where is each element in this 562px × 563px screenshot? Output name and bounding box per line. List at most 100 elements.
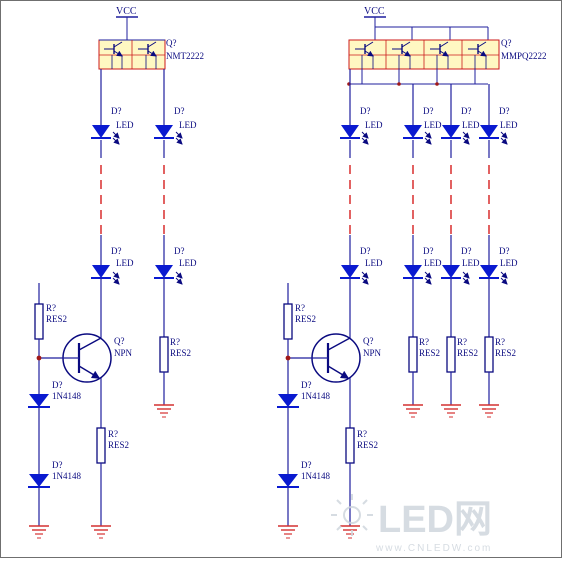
- svg-text:D?: D?: [461, 106, 472, 116]
- svg-text:R?: R?: [295, 303, 305, 313]
- right-col4-resistor: R? RES2: [484, 336, 516, 373]
- left-led-2: D? LED: [154, 106, 197, 145]
- left-diode-2: D? 1N4148: [28, 460, 81, 488]
- right-junction: [285, 355, 291, 361]
- left-led-3: D? LED: [91, 246, 134, 285]
- svg-text:D?: D?: [301, 380, 312, 390]
- right-led-5: D? LED: [340, 246, 383, 285]
- svg-text:LED: LED: [365, 120, 383, 130]
- svg-text:LED: LED: [179, 120, 197, 130]
- right-led-7: D? LED: [441, 246, 480, 285]
- watermark-logo-text: LED网: [378, 499, 492, 541]
- svg-text:D?: D?: [111, 246, 122, 256]
- svg-text:LED: LED: [179, 258, 197, 268]
- left-led-1: D? LED: [91, 106, 134, 145]
- right-diode-2: D? 1N4148: [277, 460, 330, 488]
- left-npn-transistor: Q? NPN: [39, 333, 133, 383]
- left-array-ref: Q?: [166, 38, 177, 48]
- svg-text:NPN: NPN: [363, 348, 382, 358]
- svg-text:D?: D?: [461, 246, 472, 256]
- right-ground-col2: [403, 404, 423, 418]
- svg-text:RES2: RES2: [419, 348, 440, 358]
- right-col3-resistor: R? RES2: [446, 336, 478, 373]
- svg-text:1N4148: 1N4148: [52, 471, 81, 481]
- right-led-6: D? LED: [403, 246, 442, 285]
- left-col2-resistor: R? RES2: [159, 336, 191, 373]
- right-ground-emitter: [340, 525, 360, 539]
- right-led-4: D? LED: [479, 106, 518, 145]
- right-array-ref: Q?: [501, 38, 512, 48]
- svg-text:D?: D?: [174, 106, 185, 116]
- watermark-logo: LED网 www.CNLEDW.com: [331, 494, 492, 554]
- sun-icon: [331, 494, 373, 536]
- right-led-2: D? LED: [403, 106, 442, 145]
- svg-text:R?: R?: [357, 429, 367, 439]
- right-array-part: MMPQ2222: [501, 51, 547, 61]
- right-led-1: D? LED: [340, 106, 383, 145]
- svg-text:RES2: RES2: [495, 348, 516, 358]
- svg-text:R?: R?: [46, 303, 56, 313]
- svg-text:Q?: Q?: [363, 336, 374, 346]
- svg-text:D?: D?: [111, 106, 122, 116]
- right-led-8: D? LED: [479, 246, 518, 285]
- left-circuit: VCC Q? NMT2222: [28, 6, 204, 539]
- svg-text:1N4148: 1N4148: [52, 391, 81, 401]
- svg-text:D?: D?: [52, 380, 63, 390]
- svg-text:LED: LED: [116, 120, 134, 130]
- svg-text:D?: D?: [423, 106, 434, 116]
- left-emitter-resistor: R? RES2: [96, 427, 129, 464]
- left-array-part: NMT2222: [166, 51, 204, 61]
- left-ground-col2: [154, 404, 174, 418]
- svg-text:LED: LED: [365, 258, 383, 268]
- left-bias-resistor: R? RES2: [34, 303, 67, 340]
- svg-text:R?: R?: [457, 337, 467, 347]
- svg-text:RES2: RES2: [457, 348, 478, 358]
- left-ground-emitter: [91, 525, 111, 539]
- right-vcc-label: VCC: [364, 6, 385, 17]
- left-junction: [36, 355, 42, 361]
- right-npn-transistor: Q? NPN: [288, 333, 382, 383]
- svg-text:1N4148: 1N4148: [301, 391, 330, 401]
- svg-text:D?: D?: [423, 246, 434, 256]
- svg-text:D?: D?: [360, 106, 371, 116]
- right-ground-col4: [479, 404, 499, 418]
- svg-text:LED: LED: [462, 120, 480, 130]
- svg-text:RES2: RES2: [46, 314, 67, 324]
- left-transistor-array: Q? NMT2222: [98, 38, 204, 70]
- right-diode-1: D? 1N4148: [277, 380, 330, 408]
- svg-text:LED: LED: [424, 120, 442, 130]
- left-led-4: D? LED: [154, 246, 197, 285]
- right-transistor-array: Q? MMPQ2222: [348, 38, 547, 70]
- svg-text:R?: R?: [108, 429, 118, 439]
- svg-text:LED: LED: [500, 258, 518, 268]
- svg-text:LED: LED: [462, 258, 480, 268]
- svg-text:D?: D?: [360, 246, 371, 256]
- right-ground-diodes: [278, 525, 298, 539]
- right-bias-resistor: R? RES2: [283, 303, 316, 340]
- svg-text:LED: LED: [500, 120, 518, 130]
- svg-text:LED: LED: [116, 258, 134, 268]
- right-col2-resistor: R? RES2: [408, 336, 440, 373]
- svg-text:RES2: RES2: [170, 348, 191, 358]
- right-led-3: D? LED: [441, 106, 480, 145]
- svg-text:Q?: Q?: [114, 336, 125, 346]
- svg-text:D?: D?: [52, 460, 63, 470]
- svg-text:D?: D?: [174, 246, 185, 256]
- svg-text:1N4148: 1N4148: [301, 471, 330, 481]
- left-diode-1: D? 1N4148: [28, 380, 81, 408]
- svg-text:D?: D?: [301, 460, 312, 470]
- svg-text:RES2: RES2: [357, 440, 378, 450]
- right-ground-col3: [441, 404, 461, 418]
- right-emitter-resistor: R? RES2: [345, 427, 378, 464]
- svg-text:R?: R?: [495, 337, 505, 347]
- svg-text:D?: D?: [499, 246, 510, 256]
- watermark-url: www.CNLEDW.com: [375, 543, 492, 554]
- svg-text:RES2: RES2: [295, 314, 316, 324]
- right-circuit: VCC: [277, 6, 547, 539]
- svg-text:R?: R?: [419, 337, 429, 347]
- svg-text:LED: LED: [424, 258, 442, 268]
- svg-text:RES2: RES2: [108, 440, 129, 450]
- left-vcc-label: VCC: [116, 6, 137, 17]
